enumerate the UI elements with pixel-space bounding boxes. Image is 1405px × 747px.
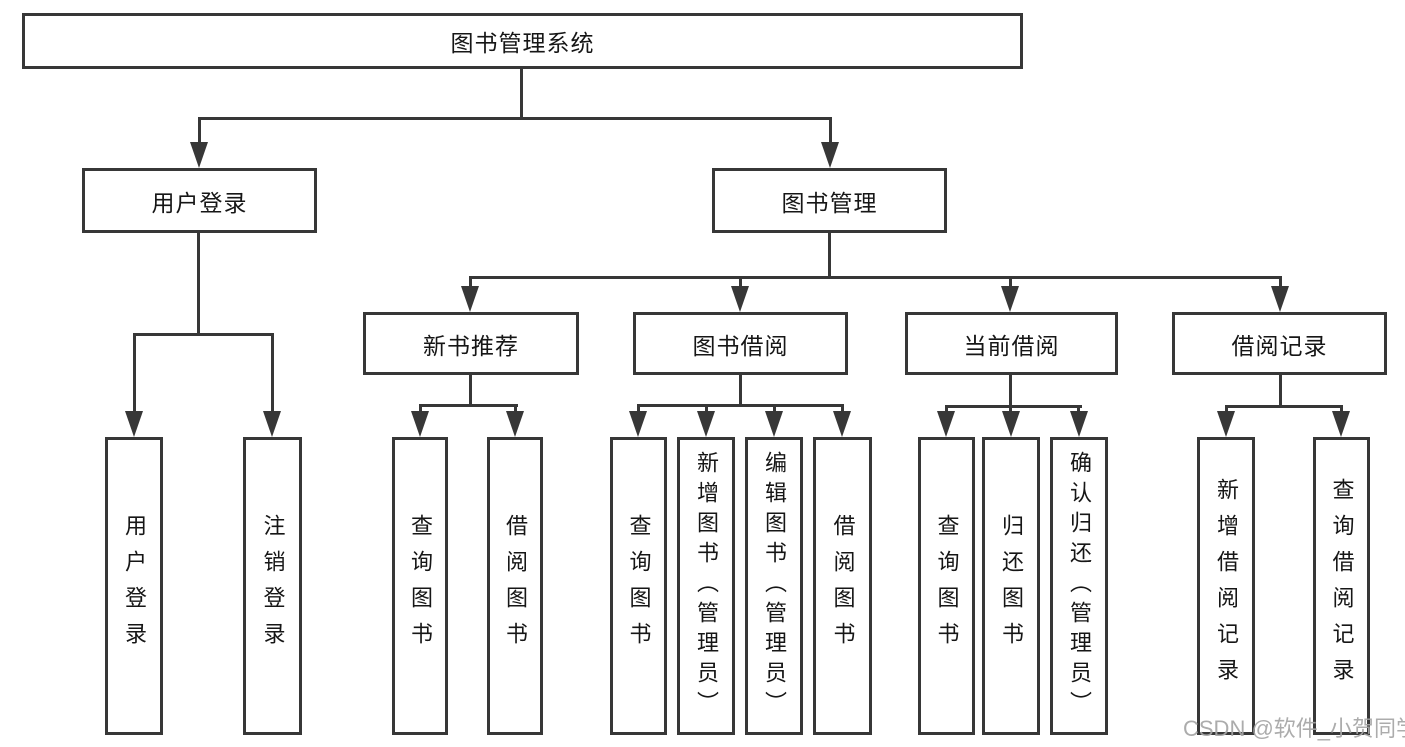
leaf-user-login-label: 用户登录 [122, 514, 147, 658]
node-new-book-recommendation: 新书推荐 [363, 312, 579, 375]
leaf-add-borrow-record-label: 新增借阅记录 [1214, 478, 1239, 694]
leaf-add-books-admin: 新增图书（管理员） [677, 437, 735, 735]
connector-level3-bus [469, 276, 1282, 279]
node-user-login-label: 用户登录 [151, 189, 248, 216]
leaf-logout-label: 注销登录 [260, 514, 286, 658]
connector-userlogin-stem [197, 233, 200, 336]
connector-leaf-drop [514, 404, 517, 414]
connector-root-stem [520, 69, 523, 119]
connector-leaf-drop [1009, 405, 1012, 414]
arrowhead-down-icon [506, 411, 524, 437]
arrowhead-down-icon [765, 411, 783, 437]
node-borrowing-records: 借阅记录 [1172, 312, 1387, 375]
arrowhead-down-icon [1001, 286, 1019, 312]
connector-userlogin-bus [133, 333, 274, 336]
arrowhead-down-icon [461, 286, 479, 312]
leaf-query-borrow-record-label: 查询借阅记录 [1329, 478, 1355, 694]
connector-records-bus [1225, 405, 1343, 408]
connector-root-bus [198, 117, 832, 120]
arrowhead-down-icon [1002, 411, 1020, 437]
connector-userlogin-drop [198, 117, 201, 145]
connector-bookmgmt-drop [829, 117, 832, 145]
connector-leaf-drop [705, 404, 708, 414]
arrowhead-down-icon [937, 411, 955, 437]
leaf-add-books-admin-label: 新增图书（管理员） [694, 451, 719, 721]
node-user-login: 用户登录 [82, 168, 317, 233]
arrowhead-down-icon [1271, 286, 1289, 312]
node-current-borrowing-label: 当前借阅 [963, 332, 1060, 359]
connector-recommend-bus [419, 404, 518, 407]
connector-leaf-drop [945, 405, 948, 414]
leaf-add-borrow-record: 新增借阅记录 [1197, 437, 1255, 735]
connector-records-stem [1279, 375, 1282, 408]
connector-leaf-drop [271, 333, 274, 413]
node-new-book-recommendation-label: 新书推荐 [423, 332, 519, 359]
arrowhead-down-icon [1070, 411, 1088, 437]
leaf-return-books-label: 归还图书 [999, 514, 1024, 658]
arrowhead-down-icon [697, 411, 715, 437]
arrowhead-down-icon [411, 411, 429, 437]
leaf-borrow-books-borrowing-label: 借阅图书 [830, 514, 856, 658]
connector-leaf-drop [637, 404, 640, 414]
watermark: CSDN @软件_小贺同学 [1183, 716, 1405, 741]
connector-level3-drop [1279, 276, 1282, 290]
leaf-query-borrow-record: 查询借阅记录 [1313, 437, 1370, 735]
connector-current-stem [1009, 375, 1012, 408]
node-root: 图书管理系统 [22, 13, 1023, 69]
leaf-logout: 注销登录 [243, 437, 302, 735]
node-borrowing-records-label: 借阅记录 [1231, 332, 1328, 359]
connector-current-bus [945, 405, 1082, 408]
connector-level3-drop [1009, 276, 1012, 290]
arrowhead-down-icon [190, 142, 208, 168]
leaf-query-books-borrowing-label: 查询图书 [626, 514, 652, 658]
arrowhead-down-icon [821, 142, 839, 168]
connector-leaf-drop [1225, 405, 1228, 414]
leaf-user-login: 用户登录 [105, 437, 163, 735]
connector-borrowing-bus [637, 404, 844, 407]
connector-borrowing-stem [739, 375, 742, 407]
leaf-query-books-current: 查询图书 [918, 437, 975, 735]
arrowhead-down-icon [1217, 411, 1235, 437]
leaf-return-books: 归还图书 [982, 437, 1040, 735]
connector-leaf-drop [419, 404, 422, 414]
arrowhead-down-icon [1332, 411, 1350, 437]
connector-level3-drop [469, 276, 472, 290]
leaf-edit-books-admin-label: 编辑图书（管理员） [762, 451, 787, 721]
leaf-edit-books-admin: 编辑图书（管理员） [745, 437, 803, 735]
leaf-query-books-current-label: 查询图书 [934, 514, 960, 658]
connector-leaf-drop [1077, 405, 1080, 414]
leaf-query-books-borrowing: 查询图书 [610, 437, 667, 735]
leaf-query-books-recommend: 查询图书 [392, 437, 448, 735]
node-book-borrowing-label: 图书借阅 [692, 332, 789, 359]
leaf-borrow-books-borrowing: 借阅图书 [813, 437, 872, 735]
connector-recommend-stem [469, 375, 472, 407]
connector-bookmgmt-stem [828, 233, 831, 279]
node-book-management: 图书管理 [712, 168, 947, 233]
arrowhead-down-icon [731, 286, 749, 312]
arrowhead-down-icon [833, 411, 851, 437]
connector-leaf-drop [1340, 405, 1343, 414]
leaf-query-books-recommend-label: 查询图书 [408, 514, 433, 658]
leaf-borrow-books-recommend-label: 借阅图书 [503, 514, 528, 658]
node-book-borrowing: 图书借阅 [633, 312, 848, 375]
arrowhead-down-icon [263, 411, 281, 437]
arrowhead-down-icon [629, 411, 647, 437]
leaf-borrow-books-recommend: 借阅图书 [487, 437, 543, 735]
connector-leaf-drop [773, 404, 776, 414]
node-current-borrowing: 当前借阅 [905, 312, 1118, 375]
leaf-confirm-return-admin-label: 确认归还（管理员） [1067, 451, 1092, 721]
connector-level3-drop [739, 276, 742, 290]
leaf-confirm-return-admin: 确认归还（管理员） [1050, 437, 1108, 735]
node-root-label: 图书管理系统 [450, 30, 595, 56]
node-book-management-label: 图书管理 [781, 189, 878, 216]
arrowhead-down-icon [125, 411, 143, 437]
connector-leaf-drop [841, 404, 844, 414]
connector-leaf-drop [133, 333, 136, 413]
